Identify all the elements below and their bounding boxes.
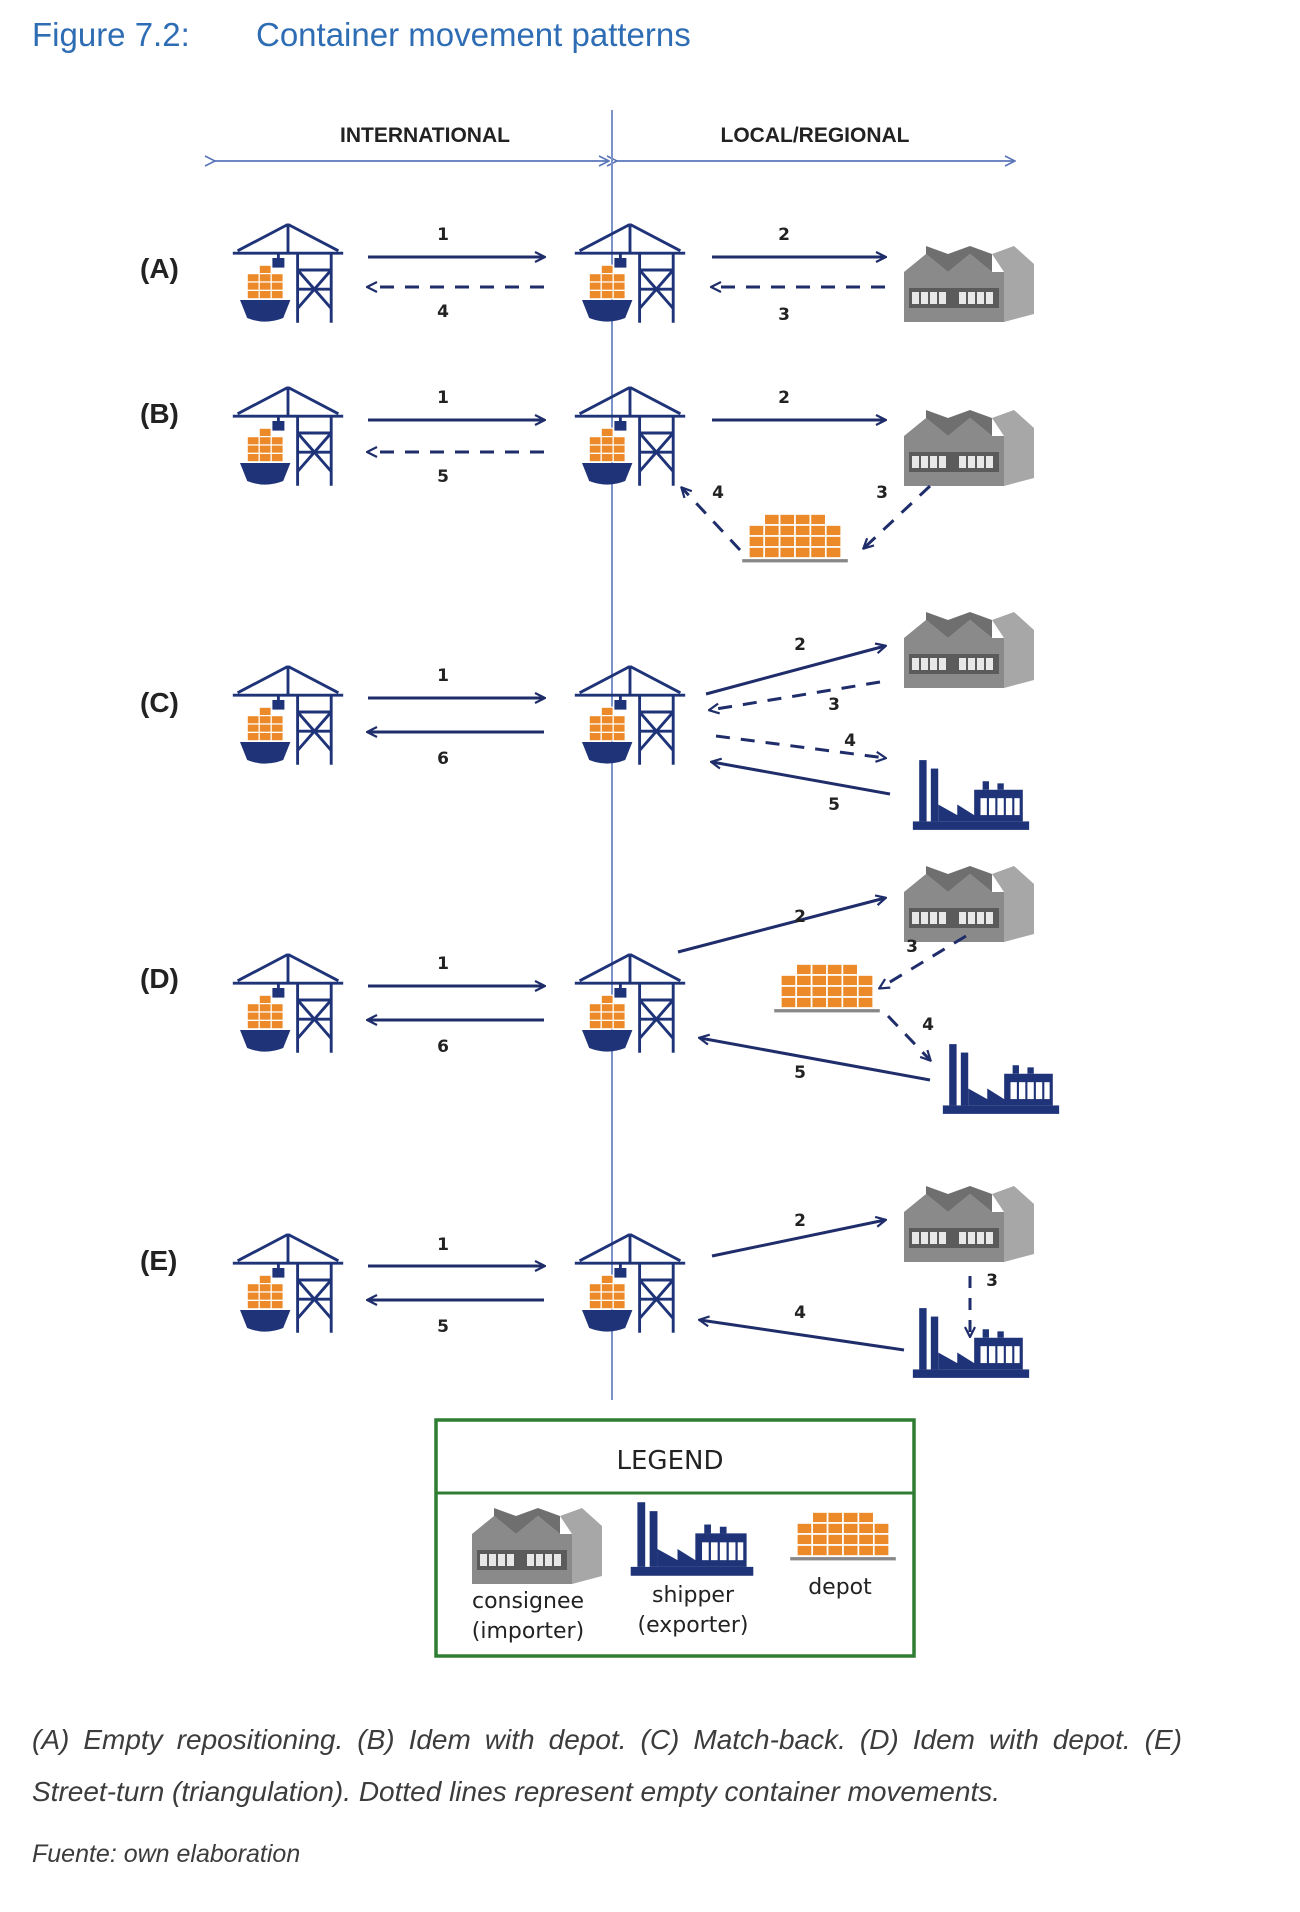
arrow-3-empty [880,934,967,988]
arrow-label: 4 [437,302,449,322]
figure-number: Figure 7.2: [32,16,190,53]
arrow-label: 3 [828,695,840,715]
arrow-label: 6 [437,749,449,769]
origin-port-icon [231,664,345,767]
header-local-regional: LOCAL/REGIONAL [721,124,910,147]
arrow-3-empty [710,680,881,710]
arrow-label: 5 [794,1063,806,1083]
arrow-label: 4 [922,1015,934,1035]
origin-port-icon [231,1232,345,1335]
arrow-label: 3 [778,305,790,325]
shipper-icon [912,1308,1030,1378]
arrow-4-loaded [700,1320,905,1352]
arrow-label: 4 [844,731,856,751]
arrow-label: 2 [794,1211,806,1231]
arrow-label: 6 [437,1037,449,1057]
depot-icon [773,964,881,1014]
figure-caption: (A) Empty repositioning. (B) Idem with d… [32,1724,1182,1807]
figure-title: Figure 7.2: Container movement patterns [32,16,691,54]
legend-consignee-label: consignee [472,1589,584,1614]
arrow-label: 2 [778,225,790,245]
origin-port-icon [231,222,345,325]
arrow-label: 1 [437,388,449,408]
row-label: (D) [140,963,179,994]
origin-port-icon [231,385,345,488]
consignee-icon [904,246,1034,322]
legend-consignee-icon [472,1508,602,1584]
local-port-icon [573,222,687,325]
arrow-3-empty [864,484,932,548]
arrow-label: 3 [906,937,918,957]
legend-consignee-sublabel: (importer) [472,1619,584,1644]
row-d: (D) 1 6 2 3 4 5 [140,866,1060,1114]
row-label: (C) [140,687,179,718]
consignee-icon [904,410,1034,486]
shipper-icon [942,1044,1060,1114]
local-port-icon [573,952,687,1055]
arrow-label: 4 [794,1303,806,1323]
consignee-icon [904,612,1034,688]
local-port-icon [573,385,687,488]
arrow-label: 2 [794,635,806,655]
local-port-icon [573,664,687,767]
figure-caption-title: Container movement patterns [256,16,691,53]
arrow-label: 3 [876,483,888,503]
arrow-label: 1 [437,1235,449,1255]
arrow-4-empty [886,1014,930,1060]
arrow-label: 4 [712,483,724,503]
row-a: (A) 1 4 2 3 [140,222,1034,325]
container-movement-diagram: INTERNATIONAL LOCAL/REGIONAL (A) 1 4 2 3… [140,110,1060,1658]
arrow-4-empty [682,488,742,552]
row-label: (E) [140,1245,177,1276]
legend-depot-label: depot [808,1575,872,1600]
legend: LEGEND consignee (importer) shipper (exp… [434,1418,916,1658]
consignee-icon [904,1186,1034,1262]
arrow-5-loaded [700,1038,931,1082]
figure-source: Fuente: own elaboration [32,1840,301,1868]
arrow-label: 1 [437,666,449,686]
arrow-label: 5 [828,795,840,815]
shipper-icon [912,760,1030,830]
arrow-2-loaded [677,898,885,954]
row-label: (A) [140,253,179,284]
region-headers: INTERNATIONAL LOCAL/REGIONAL [214,124,1014,161]
origin-port-icon [231,952,345,1055]
row-e: (E) 1 5 2 3 4 [140,1186,1034,1378]
local-port-icon [573,1232,687,1335]
arrow-label: 2 [794,907,806,927]
depot-icon [741,514,849,564]
arrow-label: 5 [437,467,449,487]
legend-shipper-label: shipper [652,1583,735,1608]
arrow-label: 3 [986,1271,998,1291]
legend-shipper-sublabel: (exporter) [637,1613,748,1638]
arrow-label: 1 [437,954,449,974]
header-international: INTERNATIONAL [340,124,510,147]
legend-title: LEGEND [617,1446,724,1476]
arrow-4-empty [715,734,885,758]
consignee-icon [904,866,1034,942]
row-c: (C) 1 6 2 3 4 5 [140,612,1034,830]
row-label: (B) [140,398,179,429]
arrow-label: 2 [778,388,790,408]
arrow-label: 5 [437,1317,449,1337]
arrow-2-loaded [711,1220,885,1258]
arrow-5-loaded [712,762,891,796]
arrow-2-loaded [705,646,885,696]
arrow-label: 1 [437,225,449,245]
row-b: (B) 1 5 2 3 4 [140,385,1034,564]
